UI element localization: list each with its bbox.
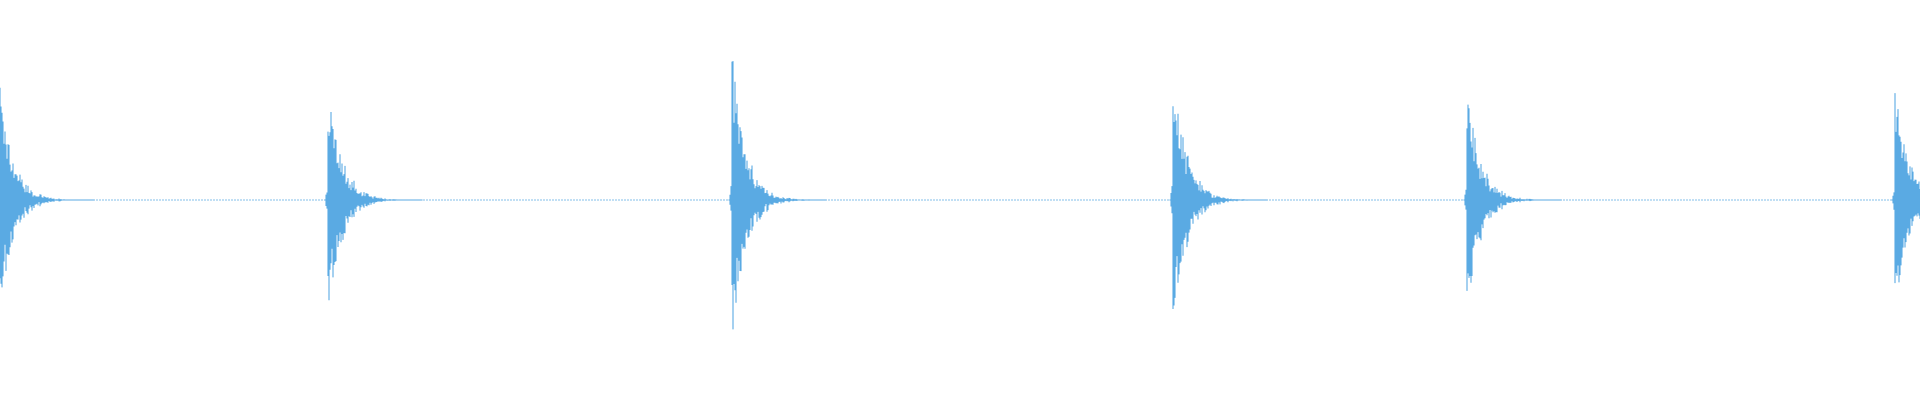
waveform-transient-shape [1169, 106, 1268, 309]
waveform-transient-shape [1891, 93, 1920, 284]
waveform-peaks [0, 61, 1920, 330]
waveform-transient-shape [324, 112, 423, 301]
waveform-transient-shape [1463, 104, 1562, 291]
waveform-transient [1891, 93, 1920, 284]
waveform-transient [0, 87, 95, 288]
waveform-transient [1169, 106, 1268, 309]
waveform-transient [324, 112, 423, 301]
waveform-transient-shape [728, 61, 827, 330]
waveform-transient [728, 61, 827, 330]
waveform-transient [1463, 104, 1562, 291]
waveform-transient-shape [0, 87, 95, 288]
